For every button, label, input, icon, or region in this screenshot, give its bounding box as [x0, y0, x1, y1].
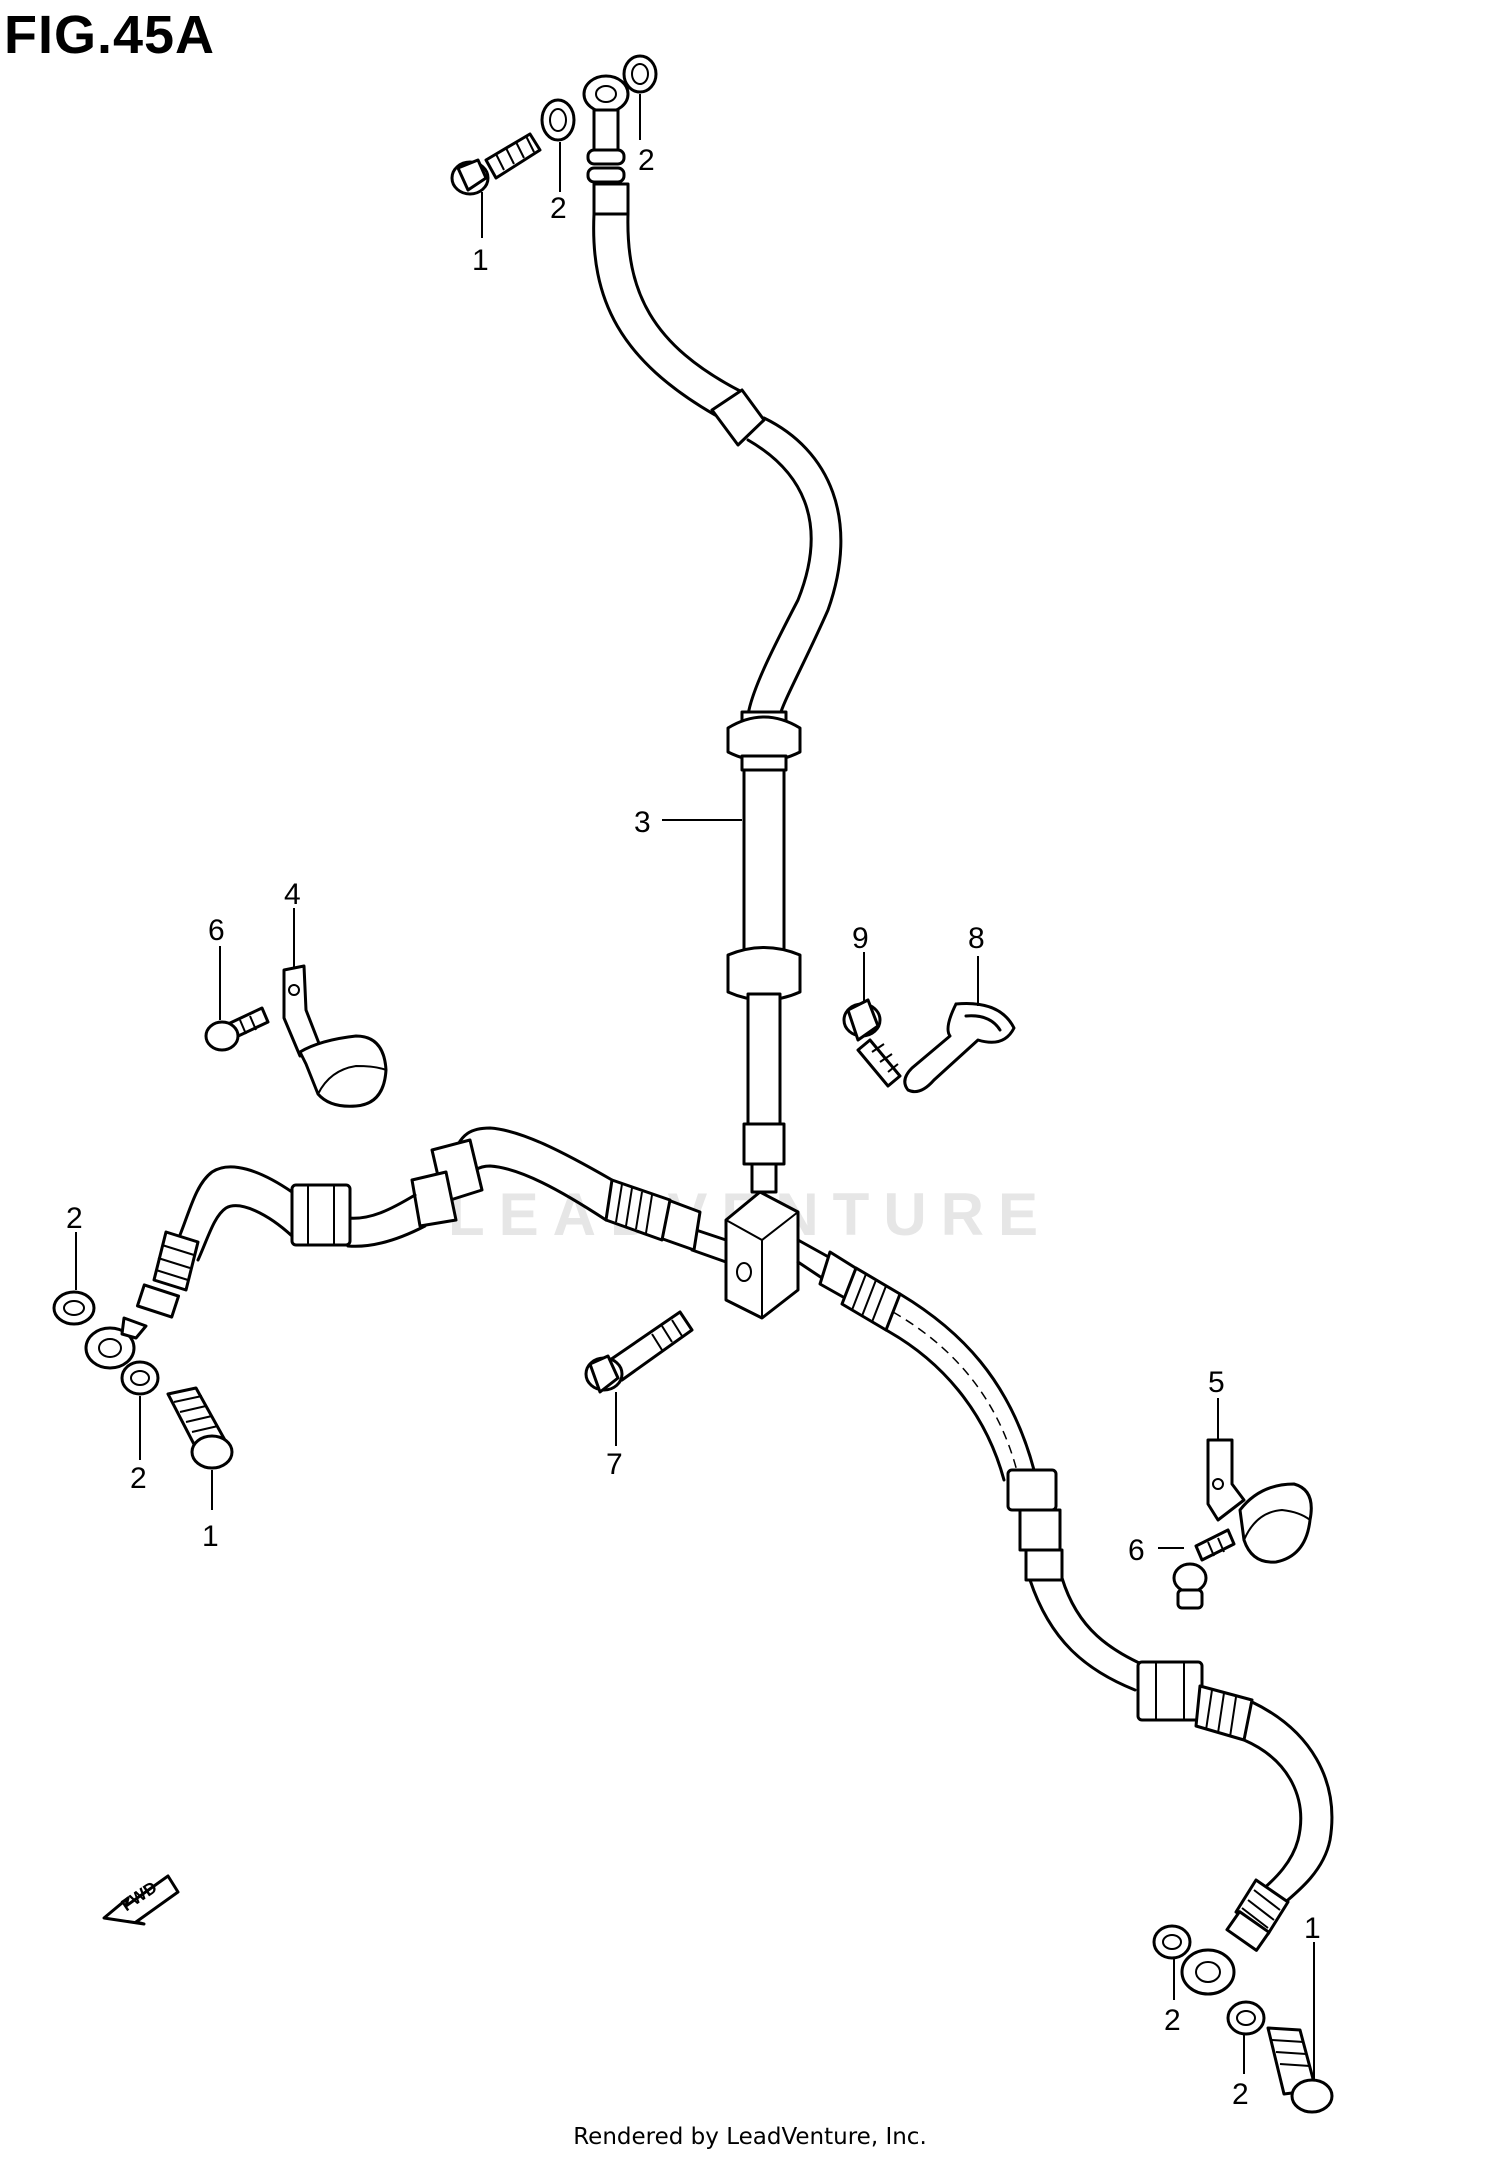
callout-2-left-a: 2	[66, 1202, 83, 1235]
footer-credit: Rendered by LeadVenture, Inc.	[573, 2124, 927, 2150]
banjo-bolt-right	[1266, 2026, 1334, 2114]
callout-7: 7	[606, 1448, 623, 1481]
callout-2-top-b: 2	[638, 144, 655, 177]
junction-block	[724, 1190, 800, 1320]
callout-3: 3	[634, 806, 651, 839]
callout-6-left: 6	[208, 914, 225, 947]
clamp-bolt-right	[1172, 1528, 1236, 1610]
junction-bolt	[584, 1310, 694, 1394]
banjo-bolt-left	[166, 1386, 234, 1470]
callout-6-right: 6	[1128, 1534, 1145, 1567]
clamp-bolt-left	[204, 1006, 270, 1052]
hose-clamp-5	[1206, 1438, 1313, 1564]
washer-top-b	[622, 54, 658, 94]
washer-left-a	[52, 1290, 96, 1326]
callout-1-top: 1	[472, 244, 489, 277]
callout-9: 9	[852, 922, 869, 955]
callout-2-left-b: 2	[130, 1462, 147, 1495]
left-brake-hose	[84, 1126, 728, 1370]
callout-8: 8	[968, 922, 985, 955]
figure-title: FIG.45A	[4, 5, 216, 65]
callout-2-right-b: 2	[1232, 2078, 1249, 2111]
washer-right-a	[1152, 1924, 1192, 1960]
washer-right-b	[1226, 2000, 1266, 2036]
callout-4: 4	[284, 878, 301, 911]
washer-top-a	[540, 98, 576, 142]
callout-1-right: 1	[1304, 1912, 1321, 1945]
upper-brake-hose	[582, 74, 843, 1194]
banjo-bolt-top	[450, 132, 542, 196]
leader-lines	[75, 94, 1315, 2080]
callout-1-left: 1	[202, 1520, 219, 1553]
callout-2-right-a: 2	[1164, 2004, 1181, 2037]
washer-left-b	[120, 1360, 160, 1396]
callout-5: 5	[1208, 1366, 1225, 1399]
fwd-arrow: FWD	[102, 1874, 180, 1926]
hose-clamp-4	[282, 964, 388, 1108]
hose-clip	[903, 1002, 1016, 1094]
callout-labels: 1 2 2 3 4 6 9 8 2 2 1 7 5 6 2 2 1	[66, 144, 1321, 2111]
callout-2-top-a: 2	[550, 192, 567, 225]
right-brake-hose	[796, 1238, 1334, 1996]
clip-bolt	[842, 998, 902, 1088]
